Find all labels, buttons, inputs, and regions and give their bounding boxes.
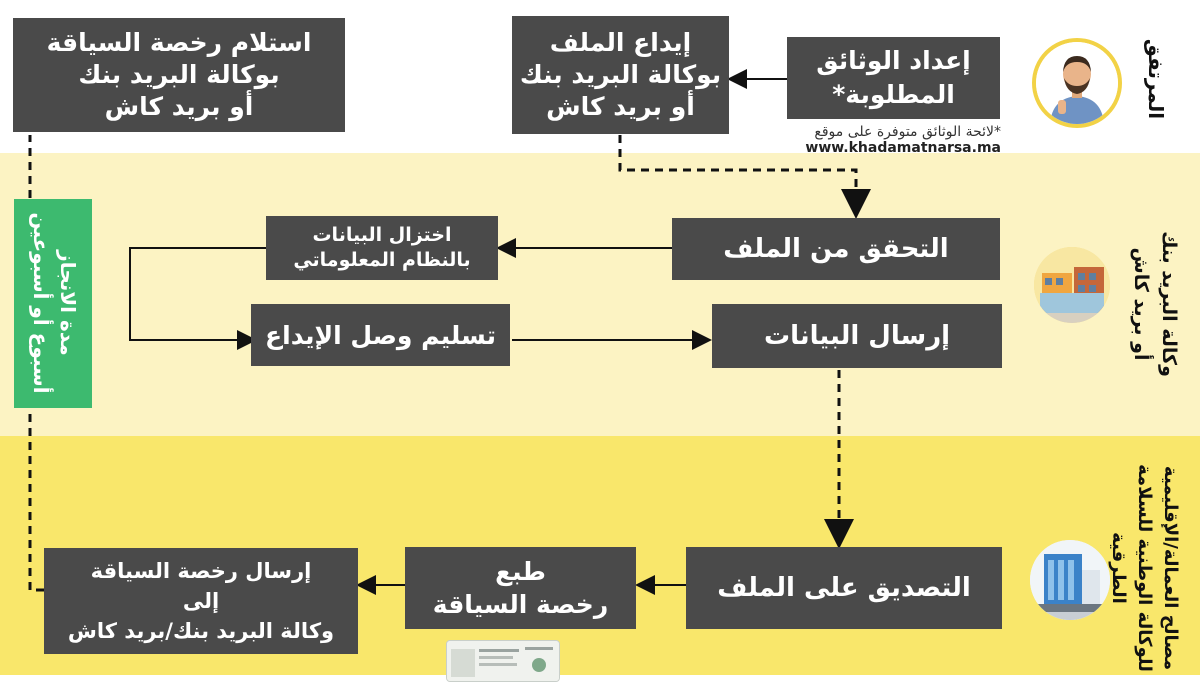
- arrow-record-to-receipt: [129, 247, 266, 350]
- user-avatar-icon: [1032, 38, 1122, 128]
- step-approve-file: التصديق على الملف: [686, 547, 1002, 629]
- government-building-icon: [1030, 540, 1110, 620]
- duration-badge: مدة الانجاز أسبوع أو أسبوعين: [14, 199, 92, 408]
- post-office-building-icon: [1034, 247, 1110, 323]
- lane-label-user: المرتفق: [1144, 38, 1168, 120]
- step-verify-file: التحقق من الملف: [672, 218, 1000, 280]
- arrow-deposit-to-verify: [618, 135, 871, 219]
- arrow-send-to-receive: [28, 135, 44, 592]
- step-send-data: إرسال البيانات: [712, 304, 1002, 368]
- step-print-license: طبع رخصة السياقة: [405, 547, 636, 629]
- duration-badge-text: مدة الانجاز أسبوع أو أسبوعين: [29, 212, 80, 394]
- documents-note-website: www.khadamatnarsa.ma: [805, 140, 1001, 156]
- step-record-data: اختزال البيانات بالنظام المعلوماتي: [266, 216, 498, 280]
- step-deposit-file: إيداع الملف بوكالة البريد بنك أو بريد كا…: [512, 16, 729, 134]
- documents-note-text: *لائحة الوثائق متوفرة على موقع: [814, 124, 1001, 140]
- lane-post-band: [0, 153, 1200, 436]
- step-deposit-receipt: تسليم وصل الإيداع: [251, 304, 510, 366]
- step-send-license: إرسال رخصة السياقة إلى وكالة البريد بنك/…: [44, 548, 358, 654]
- step-prepare-documents: إعداد الوثائق المطلوبة*: [787, 37, 1000, 119]
- driving-license-card-icon: [446, 640, 560, 682]
- step-receive-license: استلام رخصة السياقة بوكالة البريد بنك أو…: [13, 18, 345, 132]
- lane-label-post: وكالة البريد بنك أو بريد كاش: [1130, 231, 1180, 377]
- lane-label-services: مصالح العمالة/الإقليمية للوكالة الوطنية …: [1108, 464, 1181, 672]
- documents-note: *لائحة الوثائق متوفرة على موقع www.khada…: [805, 124, 1001, 156]
